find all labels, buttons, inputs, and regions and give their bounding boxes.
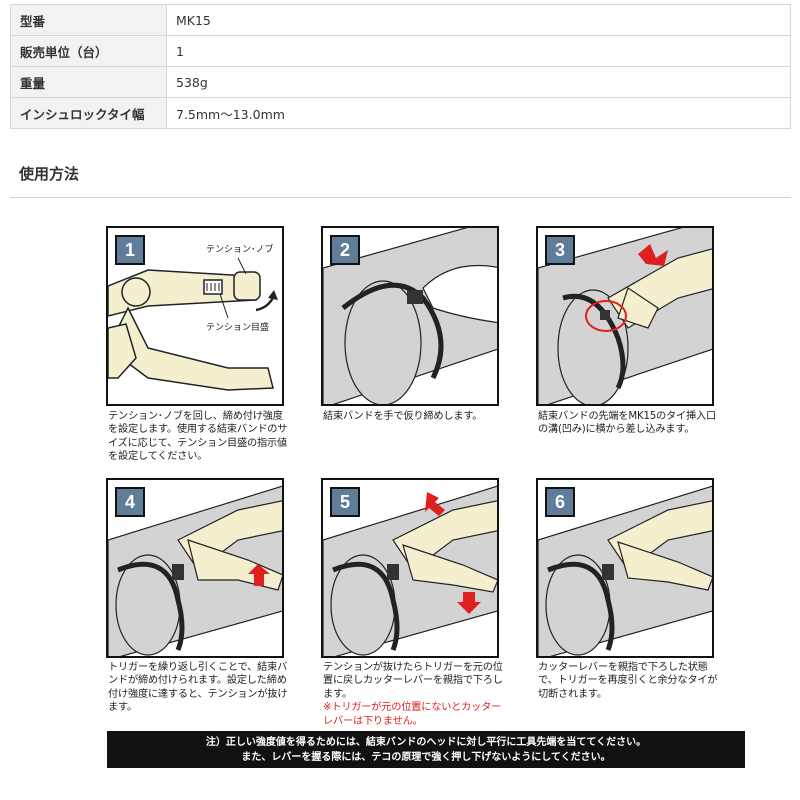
step-4-caption: トリガーを繰り返し引くことで、結束バンドが締め付けられます。設定した締め付け強度… [108, 662, 288, 714]
tool-release-drawing [323, 485, 497, 656]
spec-table: 型番 MK15 販売単位（台） 1 重量 538g インシュロックタイ幅 7.5… [10, 4, 791, 129]
step-2-illustration: 2 [321, 226, 499, 406]
spec-label: 型番 [10, 4, 167, 36]
tool-tighten-drawing [108, 485, 282, 656]
step-5-warning: ※トリガーが元の位置にないとカッターレバーは下りません。 [323, 702, 502, 727]
spec-value: MK15 [166, 4, 791, 36]
step-3-badge: 3 [545, 235, 575, 265]
spec-row: 販売単位（台） 1 [10, 35, 791, 67]
spec-label: インシュロックタイ幅 [10, 97, 167, 129]
tool-insert-drawing [538, 228, 712, 404]
spec-row: 型番 MK15 [10, 4, 791, 36]
step-2-caption: 結束バンドを手で仮り締めします。 [323, 411, 483, 422]
step-4-illustration: 4 [106, 478, 284, 658]
spec-label: 販売単位（台） [10, 35, 167, 67]
spec-value: 1 [166, 35, 791, 67]
tool-drawing [108, 257, 278, 391]
tension-scale-label: テンション目盛 [206, 323, 270, 333]
step-1-illustration: 1 テンション･ノブ テンション目盛 [106, 226, 284, 406]
step-3-caption: 結束バンドの先端をMK15のタイ挿入口の溝(凹み)に横から差し込みます。 [538, 411, 716, 436]
step-6-illustration: 6 [536, 478, 714, 658]
step-5-badge: 5 [330, 487, 360, 517]
step-4-badge: 4 [115, 487, 145, 517]
note-banner: 注）正しい強度値を得るためには、結束バンドのヘッドに対し平行に工具先端を当ててく… [107, 731, 745, 768]
spec-row: 重量 538g [10, 66, 791, 98]
spec-row: インシュロックタイ幅 7.5mm〜13.0mm [10, 97, 791, 129]
step-6-caption: カッターレバーを親指で下ろした状態で、トリガーを再度引くと余分なタイが切断されま… [538, 662, 718, 700]
step-5-caption: テンションが抜けたらトリガーを元の位置に戻しカッターレバーを親指で下ろします。 … [323, 661, 505, 728]
section-divider [10, 197, 791, 198]
step-5-illustration: 5 [321, 478, 499, 658]
step-6-badge: 6 [545, 487, 575, 517]
pipe-band-drawing [323, 228, 497, 404]
tool-cut-drawing [538, 485, 712, 656]
step-1-caption: テンション･ノブを回し、締め付け強度を設定します。使用する結束バンドのサイズに応… [108, 411, 288, 463]
note-line-2: また、レバーを握る際には、テコの原理で強く押し下げないようにしてください。 [241, 752, 611, 763]
spec-value: 538g [166, 66, 791, 98]
usage-section-title: 使用方法 [19, 165, 80, 183]
step-5-caption-text: テンションが抜けたらトリガーを元の位置に戻しカッターレバーを親指で下ろします。 [323, 662, 503, 700]
note-line-1: 注）正しい強度値を得るためには、結束バンドのヘッドに対し平行に工具先端を当ててく… [205, 737, 647, 748]
tension-knob-label: テンション･ノブ [206, 245, 274, 255]
step-3-illustration: 3 [536, 226, 714, 406]
step-2-badge: 2 [330, 235, 360, 265]
step-1-badge: 1 [115, 235, 145, 265]
spec-value: 7.5mm〜13.0mm [166, 97, 791, 129]
spec-label: 重量 [10, 66, 167, 98]
